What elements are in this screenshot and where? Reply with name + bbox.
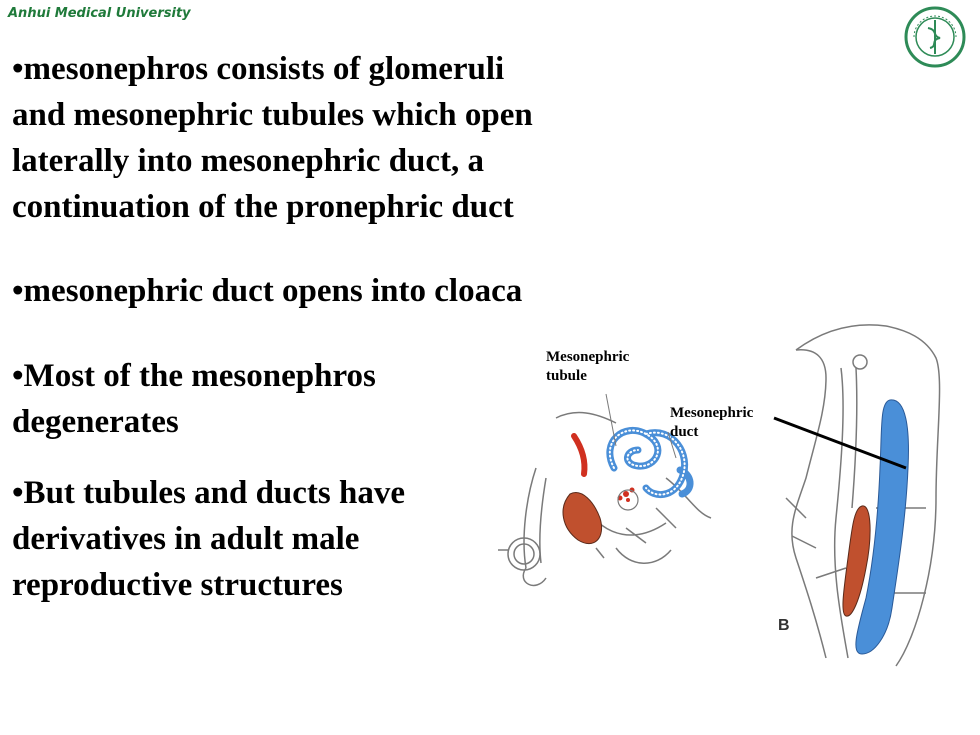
bullet-line: and mesonephric tubules which open xyxy=(12,97,533,133)
bullet-line: •mesonephric duct opens into cloaca xyxy=(12,273,523,309)
bullet-line: •Most of the mesonephros xyxy=(12,358,376,394)
mesonephros-diagram: B xyxy=(498,324,941,667)
label-line: Mesonephric xyxy=(670,405,754,421)
red-tissue-right xyxy=(842,505,871,617)
bullet-line: continuation of the pronephric duct xyxy=(12,189,514,225)
label-line: tubule xyxy=(546,368,587,384)
bullet-line: reproductive structures xyxy=(12,567,343,603)
label-line: Mesonephric xyxy=(546,349,630,365)
label-mesonephric-tubule: Mesonephric tubule xyxy=(546,348,629,386)
bullet-line: degenerates xyxy=(12,404,179,440)
glomerulus xyxy=(617,487,635,502)
tubule-coil-dots xyxy=(608,429,686,496)
panel-letter: B xyxy=(778,617,790,634)
bullet-duct-cloaca: •mesonephric duct opens into cloaca xyxy=(12,268,652,314)
bullet-mesonephros-composition: •mesonephros consists of glomeruli and m… xyxy=(12,46,652,230)
bullet-line: laterally into mesonephric duct, a xyxy=(12,143,485,179)
bullet-degenerates: •Most of the mesonephros degenerates xyxy=(12,353,492,445)
red-tissue-left xyxy=(562,492,602,545)
bullet-line: •But tubules and ducts have xyxy=(12,475,406,511)
red-streak-left xyxy=(571,433,588,477)
bullet-derivatives: •But tubules and ducts have derivatives … xyxy=(12,470,492,608)
bullet-line: derivatives in adult male xyxy=(12,521,360,557)
university-seal-icon xyxy=(904,6,966,68)
label-mesonephric-duct: Mesonephric duct xyxy=(670,404,753,442)
cross-section-drawing xyxy=(498,411,712,587)
label-line: duct xyxy=(670,424,699,440)
bullet-line: •mesonephros consists of glomeruli xyxy=(12,51,505,87)
longitudinal-drawing xyxy=(785,324,941,667)
duct-pointer-arrow xyxy=(773,416,907,470)
university-header: Anhui Medical University xyxy=(8,6,191,21)
